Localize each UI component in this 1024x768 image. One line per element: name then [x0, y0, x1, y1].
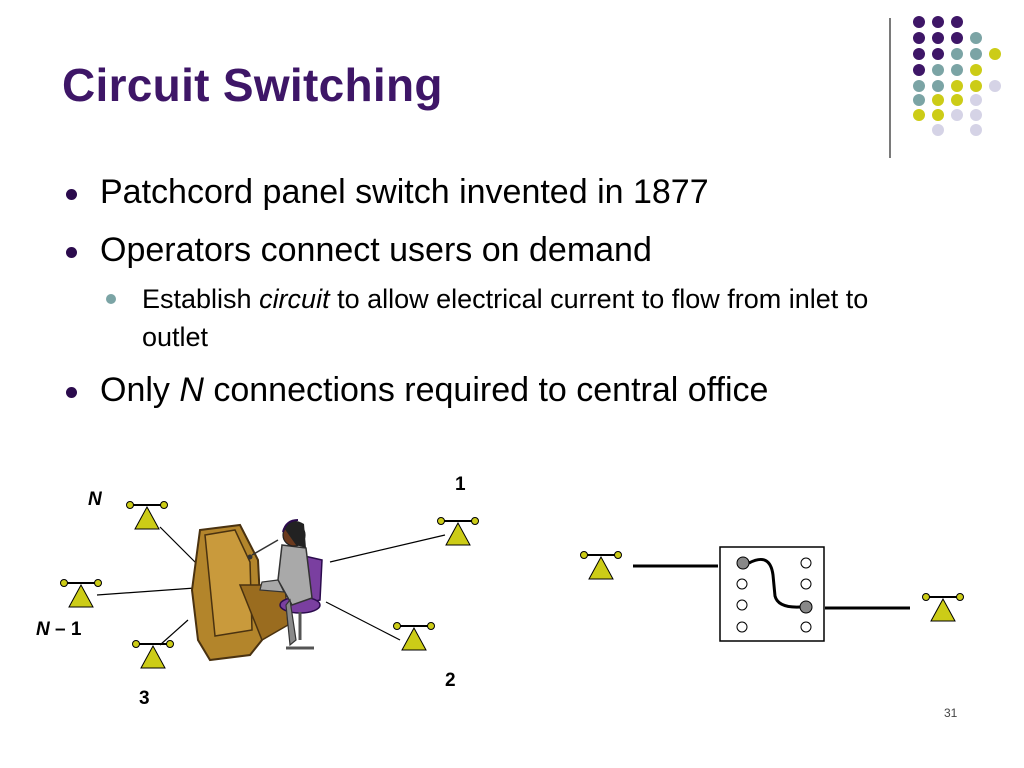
telephone-icon: [59, 578, 103, 608]
label-n-minus-1: N – 1: [36, 619, 82, 640]
patch-panel-icon: [633, 546, 910, 642]
sub-bullet-1: Establish circuit to allow electrical cu…: [66, 280, 922, 356]
connection-line-n-1: [96, 587, 196, 596]
bullet-1: Patchcord panel switch invented in 1877: [66, 172, 966, 212]
connection-line-3: [159, 619, 189, 646]
patch-cord: [748, 558, 801, 609]
decorative-divider: [889, 18, 891, 158]
telephone-icon: [125, 500, 169, 530]
label-3: 3: [139, 688, 150, 709]
label-1: 1: [455, 474, 466, 495]
telephone-icon: [436, 516, 480, 546]
operator-switchboard-icon: [190, 519, 323, 662]
connection-line-1: [329, 534, 446, 563]
label-2: 2: [445, 670, 456, 691]
bullet-list: Patchcord panel switch invented in 1877 …: [66, 172, 966, 428]
connection-line-2: [325, 601, 401, 641]
decorative-dot-grid: [913, 16, 1001, 136]
telephone-icon: [921, 592, 965, 622]
bullet-2: Operators connect users on demand: [66, 230, 966, 270]
telephone-icon: [131, 639, 175, 669]
label-n: N: [88, 489, 102, 510]
slide-number: 31: [944, 706, 958, 720]
telephone-icon: [392, 621, 436, 651]
bullet-3: Only N connections required to central o…: [66, 370, 966, 410]
slide-title: Circuit Switching: [62, 59, 443, 111]
telephone-icon: [579, 550, 623, 580]
